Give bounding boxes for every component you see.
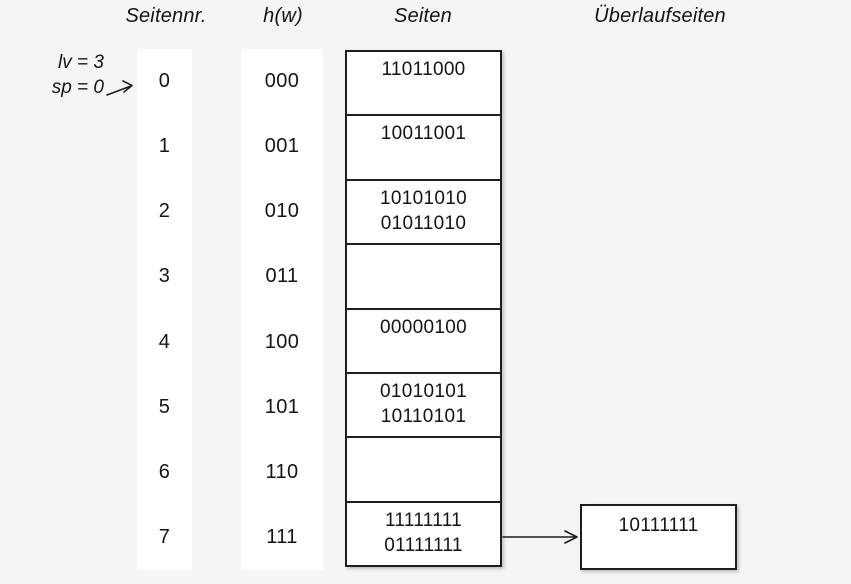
page-entry: 11011000 (381, 59, 466, 80)
page-entry (347, 82, 500, 107)
page-cell-3 (347, 243, 500, 307)
page-cell-4: 00000100 (347, 307, 500, 372)
hash-value: 001 (264, 135, 300, 158)
page-number: 0 (158, 70, 171, 93)
page-entry (347, 250, 500, 275)
overflow-link-arrow-icon (502, 527, 582, 547)
header-pages: Seiten (394, 5, 452, 27)
page-entry (347, 340, 500, 365)
page-cell-5: 01010101 10110101 (347, 371, 500, 436)
page-entry (347, 468, 500, 493)
page-number: 3 (158, 265, 171, 288)
state-annotation: lv = 3 sp = 0 (28, 50, 104, 100)
page-entry: 11111111 (384, 509, 463, 531)
page-cell-7: 11111111 01111111 (347, 500, 500, 565)
overflow-page-box: 10111111 (580, 504, 737, 570)
hash-value-column: 000 001 010 011 100 101 110 111 (241, 49, 323, 570)
page-number: 1 (158, 135, 171, 158)
page-entry: 10101010 (380, 187, 467, 209)
hash-value: 100 (264, 330, 300, 353)
hash-value: 000 (264, 70, 300, 93)
page-entry (347, 146, 500, 171)
page-cell-2: 10101010 01011010 (347, 178, 500, 243)
page-number: 7 (158, 525, 171, 548)
split-pointer-value: sp = 0 (51, 77, 104, 98)
page-cell-6 (347, 436, 500, 500)
page-number: 2 (158, 200, 171, 223)
page-cell-0: 11011000 (347, 52, 500, 114)
page-number: 4 (158, 330, 171, 353)
page-entry: 01011010 (380, 212, 467, 234)
header-hash-function: h(w) (263, 5, 303, 27)
page-number: 6 (158, 460, 171, 483)
pages-column: 11011000 10011001 10101010 01011010 0000… (345, 50, 502, 567)
level-value: lv = 3 (58, 52, 104, 73)
split-pointer-arrow-icon (103, 76, 139, 100)
overflow-entry: 10111111 (618, 515, 699, 536)
hash-value: 101 (264, 395, 300, 418)
page-entry: 01010101 (380, 380, 467, 402)
page-number: 5 (158, 395, 171, 418)
page-entry: 10110101 (380, 405, 467, 427)
page-cell-1: 10011001 (347, 114, 500, 178)
header-overflow-pages: Überlaufseiten (594, 5, 726, 27)
hash-value: 011 (265, 265, 299, 288)
page-entry: 01111111 (384, 534, 463, 556)
hash-value: 010 (264, 200, 300, 223)
header-page-number: Seitennr. (125, 5, 207, 27)
page-entry: 10011001 (380, 123, 467, 145)
page-entry (347, 443, 500, 468)
hash-value: 110 (265, 460, 299, 483)
page-entry (347, 275, 500, 300)
hash-value: 111 (266, 525, 298, 548)
page-number-column: 0 1 2 3 4 5 6 7 (137, 49, 192, 570)
page-entry: 00000100 (380, 316, 467, 338)
